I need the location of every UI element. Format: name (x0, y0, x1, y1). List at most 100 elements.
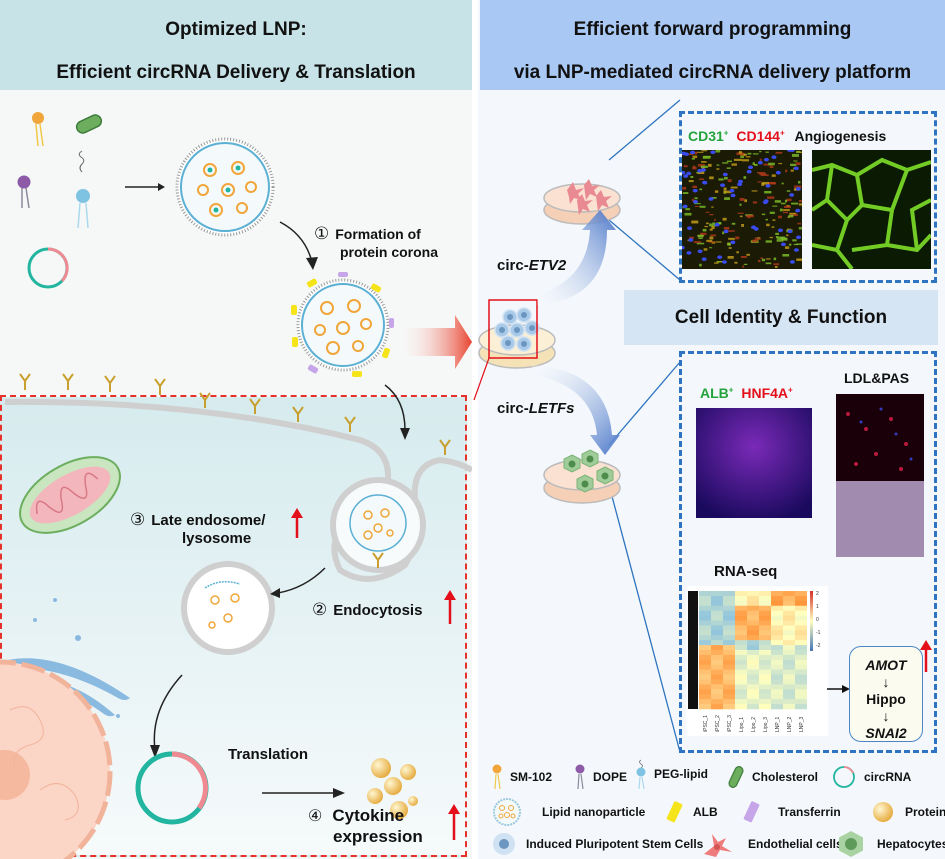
heatmap-cell (699, 684, 711, 690)
heatmap-cell (747, 659, 759, 666)
heatmap-cell (747, 625, 759, 631)
heatmap-cell (795, 630, 807, 636)
heatmap-cell (723, 610, 735, 616)
heatmap-cell (723, 694, 735, 700)
heatmap-cell (735, 635, 747, 641)
heatmap-sample-label: iPSC_3 (727, 715, 733, 732)
heatmap-cell (699, 620, 711, 626)
pathway-down-arrow-2: ↓ (882, 708, 890, 724)
heatmap-cell (699, 654, 711, 661)
heatmap-cell (759, 664, 771, 670)
legend-label-ipsc: Induced Pluripotent Stem Cells (526, 837, 704, 851)
legend-item-transferrin: Transferrin (742, 800, 841, 824)
heatmap-cell (699, 630, 711, 636)
cd31-sup: + (723, 128, 729, 138)
heatmap-cell (759, 605, 771, 611)
heatmap-cell (795, 699, 807, 705)
heatmap-cell (795, 684, 807, 690)
legend-label-alb: ALB (693, 805, 718, 819)
heatmap-cell (795, 610, 807, 616)
etv2-prefix: circ- (497, 257, 529, 274)
heatmap-cell (723, 699, 735, 705)
sm102-lipid-icon (32, 112, 44, 147)
cell-identity-section-title: Cell Identity & Function (624, 290, 938, 345)
heatmap-cell (711, 645, 723, 651)
heatmap-cell (771, 591, 783, 597)
heatmap-cell (759, 659, 771, 666)
heatmap-cell (711, 694, 723, 700)
heatmap-cell (783, 659, 795, 666)
ldl-uptake-image (836, 394, 924, 481)
heatmap-cell (711, 704, 723, 710)
heatmap-cell (723, 669, 735, 675)
heatmap-cell (747, 654, 759, 661)
heatmap-cell (723, 674, 735, 680)
heatmap-cell (747, 600, 759, 607)
heatmap-cell (771, 610, 783, 616)
heatmap-cell (771, 615, 783, 621)
letfs-prefix: circ- (497, 400, 529, 417)
heatmap-sample-label: iPSC_2 (715, 715, 721, 732)
heatmap-cell (735, 645, 747, 651)
legend-label-sm102: SM-102 (510, 770, 553, 784)
heatmap-sample-label: LNP_2 (787, 716, 793, 732)
heatmap-cell (795, 605, 807, 611)
step-2-up-arrow-icon (444, 590, 456, 624)
legend-item-circrna: circRNA (832, 765, 911, 789)
heatmap-cell (795, 620, 807, 626)
heatmap-cell (735, 694, 747, 700)
step-4-number: ④ (308, 808, 323, 825)
heatmap-cell (795, 694, 807, 700)
heatmap-cell (795, 625, 807, 631)
angiogenesis-label: Angiogenesis (794, 128, 887, 144)
legend-item-hepatocytes: Hepatocytes (837, 830, 945, 858)
mitochondrion-icon (19, 456, 121, 534)
etv2-gene: ETV2 (528, 257, 567, 274)
step-4-line2: expression (333, 827, 423, 846)
step-1-number: ① (314, 224, 330, 243)
peg-lipid-icon (636, 759, 646, 790)
heatmap-cell (759, 674, 771, 680)
heatmap-cell (759, 699, 771, 705)
endocytosis-arrow (384, 384, 406, 431)
right-header-line1: Efficient forward programming (573, 19, 852, 40)
legend-item-lipid-nanoparticle: Lipid nanoparticle (492, 798, 645, 826)
heatmap-cell (783, 630, 795, 636)
heatmap-cell (747, 689, 759, 695)
heatmap-cell (699, 699, 711, 705)
ldl-pas-label: LDL&PAS (844, 370, 910, 386)
heatmap-cell (747, 620, 759, 626)
heatmap-cell (711, 640, 723, 646)
heatmap-cell (783, 689, 795, 695)
heatmap-scale-label: -2 (816, 643, 821, 649)
lysosome-arrow (277, 567, 326, 594)
alb-protein-icon (666, 801, 683, 823)
heatmap-cell (723, 664, 735, 670)
cholesterol-icon (728, 766, 744, 788)
hepatocyte-function-box (679, 351, 937, 753)
hippo-pathway-box: AMOT ↓ Hippo ↓ SNAI2 (849, 646, 923, 742)
heatmap-cell (723, 625, 735, 631)
heatmap-cell (759, 669, 771, 675)
heatmap-cell (735, 640, 747, 646)
heatmap-cell (759, 650, 771, 656)
legend-label-transferrin: Transferrin (778, 805, 841, 819)
heatmap-cell (771, 699, 783, 705)
heatmap-sample-label: iPSC_1 (703, 715, 709, 732)
step-2-line1: Endocytosis (333, 602, 423, 619)
lipid-nanoparticle-icon (493, 798, 521, 826)
heatmap-cell (771, 595, 783, 602)
heatmap-cell (735, 650, 747, 656)
heatmap-cell (795, 704, 807, 710)
heatmap-cell (699, 610, 711, 616)
dendrogram (688, 591, 698, 709)
heatmap-cell (771, 640, 783, 646)
alb-hnf4a-immunofluorescence-image (696, 408, 812, 518)
heatmap-cell (783, 591, 795, 597)
heatmap-cell (795, 595, 807, 602)
heatmap-cell (795, 689, 807, 695)
heatmap-cell (723, 635, 735, 641)
cell-identity-title-text: Cell Identity & Function (674, 307, 888, 328)
heatmap-cell (711, 659, 723, 666)
